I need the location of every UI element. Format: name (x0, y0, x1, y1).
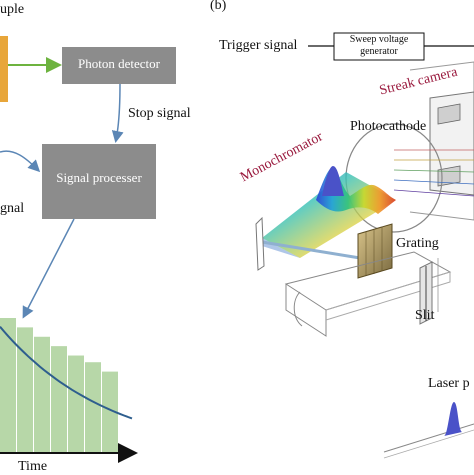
histogram-bar (85, 362, 101, 452)
grating-block (357, 223, 393, 279)
decay-curve (0, 326, 133, 420)
laser-pulse-label: Laser p (428, 376, 470, 391)
sweep-generator-line2: generator (360, 46, 398, 57)
spectral-peak (322, 166, 344, 196)
histogram-bar (68, 355, 84, 452)
histogram-bars (0, 318, 118, 452)
stop-signal-arrow (111, 83, 124, 143)
histogram-arrow (22, 218, 75, 319)
signal-processer-box (42, 144, 156, 219)
histogram-bar (51, 346, 67, 452)
sweep-generator-box (333, 32, 425, 61)
input-beam (261, 240, 361, 260)
collimating-mirror (255, 216, 265, 271)
photon-detector-label: Photon detector (78, 56, 160, 71)
histogram-bar (34, 336, 50, 452)
histogram-bar (102, 371, 118, 452)
slit-label: Slit (415, 308, 435, 323)
focusing-mirror (293, 291, 303, 327)
start-signal-label: gnal (0, 201, 25, 216)
laser-beam-line (383, 423, 474, 453)
sample-label: uple (0, 2, 25, 17)
signal-processer-label: Signal processer (56, 170, 142, 185)
time-axis-label: Time (18, 459, 48, 474)
laser-pulse-peak (444, 402, 462, 436)
deflection-plate (437, 103, 461, 125)
stop-signal-label: Stop signal (128, 106, 191, 121)
streak-tube (409, 61, 474, 221)
trigger-signal-label: Trigger signal (219, 38, 298, 53)
start-signal-arrow (0, 150, 41, 173)
panel-b-tag: (b) (210, 0, 227, 13)
sweep-generator-label: Sweep voltage generator (334, 34, 424, 58)
photocathode-label: Photocathode (350, 119, 427, 134)
histogram-bar (17, 327, 33, 452)
sample-block (0, 36, 8, 102)
sweep-generator-line1: Sweep voltage (349, 34, 409, 45)
grating-label: Grating (396, 236, 439, 251)
histogram-bar (0, 318, 16, 452)
photon-detector-box (62, 47, 176, 84)
